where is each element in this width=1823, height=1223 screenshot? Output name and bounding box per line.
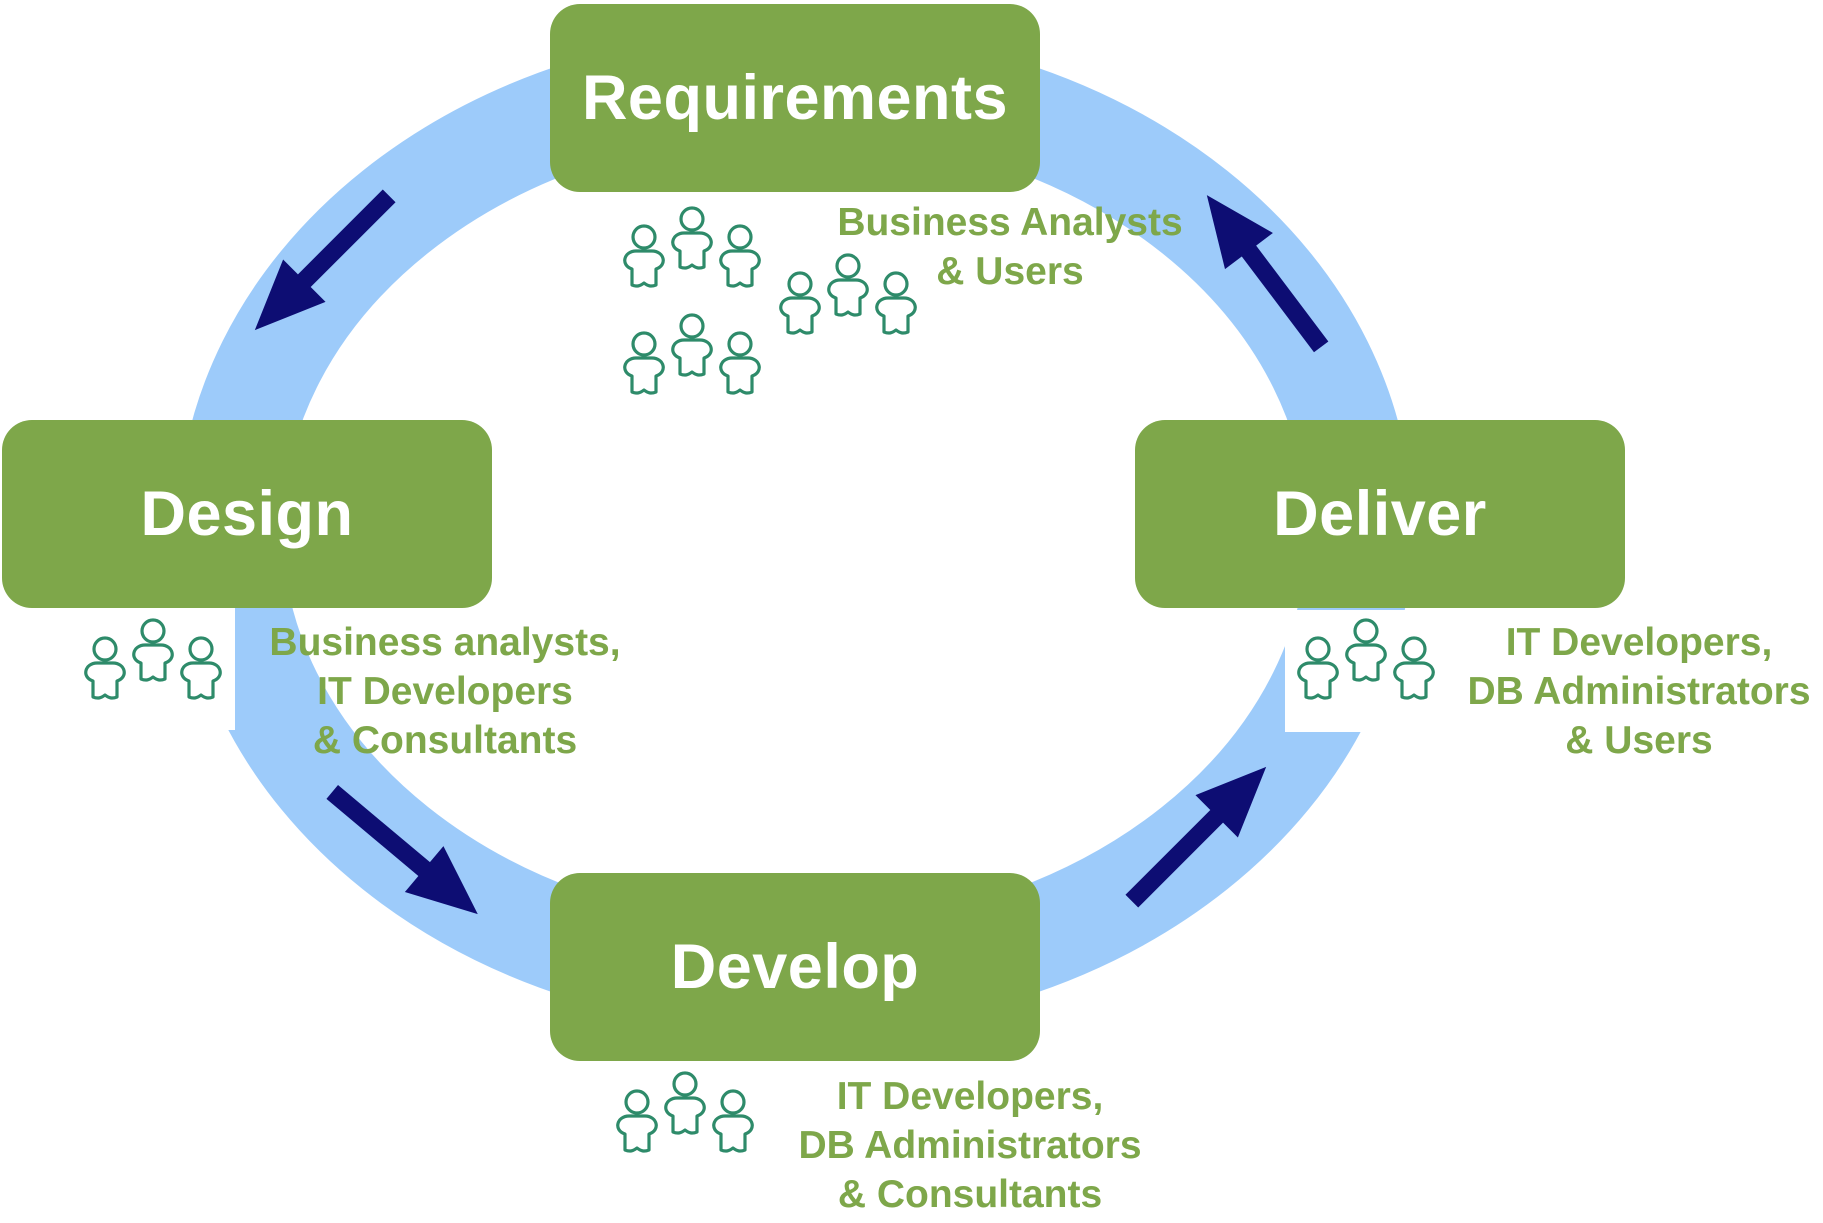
people-icon-design [84, 618, 222, 700]
people-icon-deliver [1297, 618, 1435, 700]
roles-design: Business analysts, IT Developers & Consu… [250, 618, 640, 765]
stage-deliver-label: Deliver [1273, 479, 1487, 549]
stage-requirements-label: Requirements [581, 63, 1009, 133]
roles-requirements: Business Analysts & Users [820, 198, 1200, 296]
arrow-icon-requirements-to-design [254, 189, 396, 331]
roles-deliver-line-1: IT Developers, [1505, 621, 1773, 664]
stage-design-label: Design [140, 479, 354, 549]
stage-design: Design [2, 420, 492, 608]
people-icon-requirements-1 [623, 206, 761, 288]
roles-design-line-2: IT Developers [317, 670, 573, 713]
roles-design-line-1: Business analysts, [269, 621, 621, 664]
roles-develop-line-3: & Consultants [837, 1173, 1103, 1216]
roles-develop-line-2: DB Administrators [798, 1124, 1142, 1167]
people-icon-requirements-2 [779, 253, 917, 335]
stage-deliver: Deliver [1135, 420, 1625, 608]
roles-requirements-line-1: Business Analysts [837, 201, 1183, 244]
roles-deliver-line-3: & Users [1565, 719, 1713, 762]
stage-develop: Develop [550, 873, 1040, 1061]
arrow-icon-deliver-to-requirements [1206, 195, 1329, 353]
people-icon-develop [616, 1071, 754, 1153]
roles-develop: IT Developers, DB Administrators & Consu… [780, 1072, 1160, 1219]
roles-design-line-3: & Consultants [312, 719, 578, 762]
stage-requirements: Requirements [550, 4, 1040, 192]
arrow-icon-design-to-develop [326, 785, 478, 915]
roles-requirements-line-2: & Users [936, 250, 1084, 293]
stage-develop-label: Develop [670, 932, 920, 1002]
roles-deliver-line-2: DB Administrators [1467, 670, 1811, 713]
arrow-icon-develop-to-deliver [1125, 766, 1267, 908]
roles-deliver: IT Developers, DB Administrators & Users [1455, 618, 1823, 765]
roles-develop-line-1: IT Developers, [836, 1075, 1104, 1118]
people-icon-requirements-3 [623, 313, 761, 395]
